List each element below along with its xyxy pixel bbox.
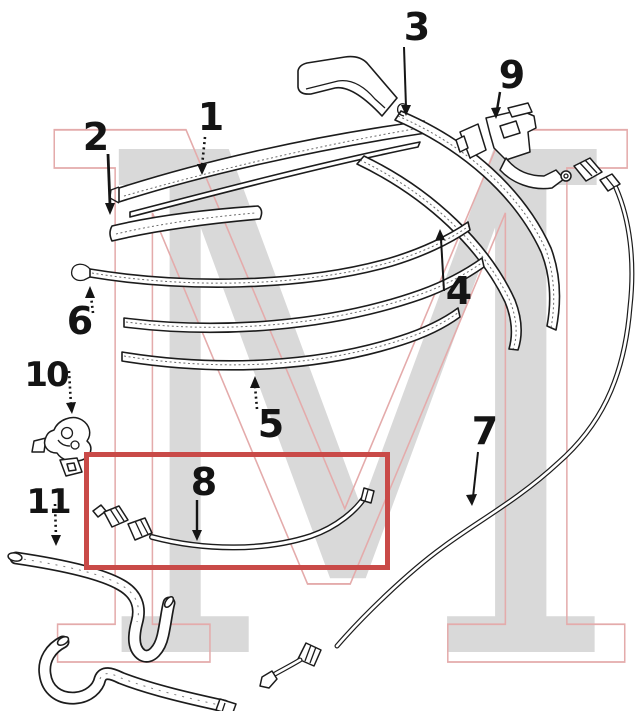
callout-11-label: 11 [26, 482, 70, 522]
part-9-latch-bracket-drawing [455, 102, 621, 192]
callout-3: 3 [401, 5, 430, 116]
part-3-corner-molding-drawing [297, 55, 398, 117]
middle-molding-drawing [123, 257, 485, 334]
callout-3-label: 3 [404, 5, 430, 49]
callout-6-label: 6 [67, 299, 93, 343]
callout-5-label: 5 [258, 402, 284, 446]
callout-7-label: 7 [472, 409, 498, 453]
callout-7: 7 [466, 409, 498, 506]
part-7-release-cable-drawing [259, 185, 635, 689]
part-3-side-molding-drawing [394, 103, 561, 331]
callout-8-label: 8 [191, 460, 217, 504]
callout-5: 5 [250, 376, 284, 446]
highlight-box-part-8 [84, 452, 390, 570]
callout-1-label: 1 [198, 95, 224, 139]
callout-9: 9 [491, 53, 525, 119]
callout-4-label: 4 [446, 269, 472, 313]
callout-2: 2 [83, 115, 115, 215]
callout-4: 4 [435, 229, 472, 313]
callout-1: 1 [197, 95, 224, 175]
part-11-tube-lower-drawing [38, 635, 237, 711]
callout-10-label: 10 [24, 355, 69, 395]
part-11-tube-upper-drawing [7, 551, 176, 663]
callout-8: 8 [191, 460, 217, 541]
part-2-molding-drawing [109, 205, 263, 242]
callout-6: 6 [67, 286, 95, 343]
callout-11: 11 [26, 482, 72, 546]
callout-10: 10 [24, 355, 76, 414]
part-10-clip-drawing [31, 416, 92, 477]
callout-2-label: 2 [83, 115, 109, 159]
part-5-molding-drawing [121, 307, 461, 371]
part-6-molding-drawing [70, 221, 471, 288]
part-8-cable-drawing [92, 487, 375, 551]
callout-9-label: 9 [499, 53, 525, 97]
